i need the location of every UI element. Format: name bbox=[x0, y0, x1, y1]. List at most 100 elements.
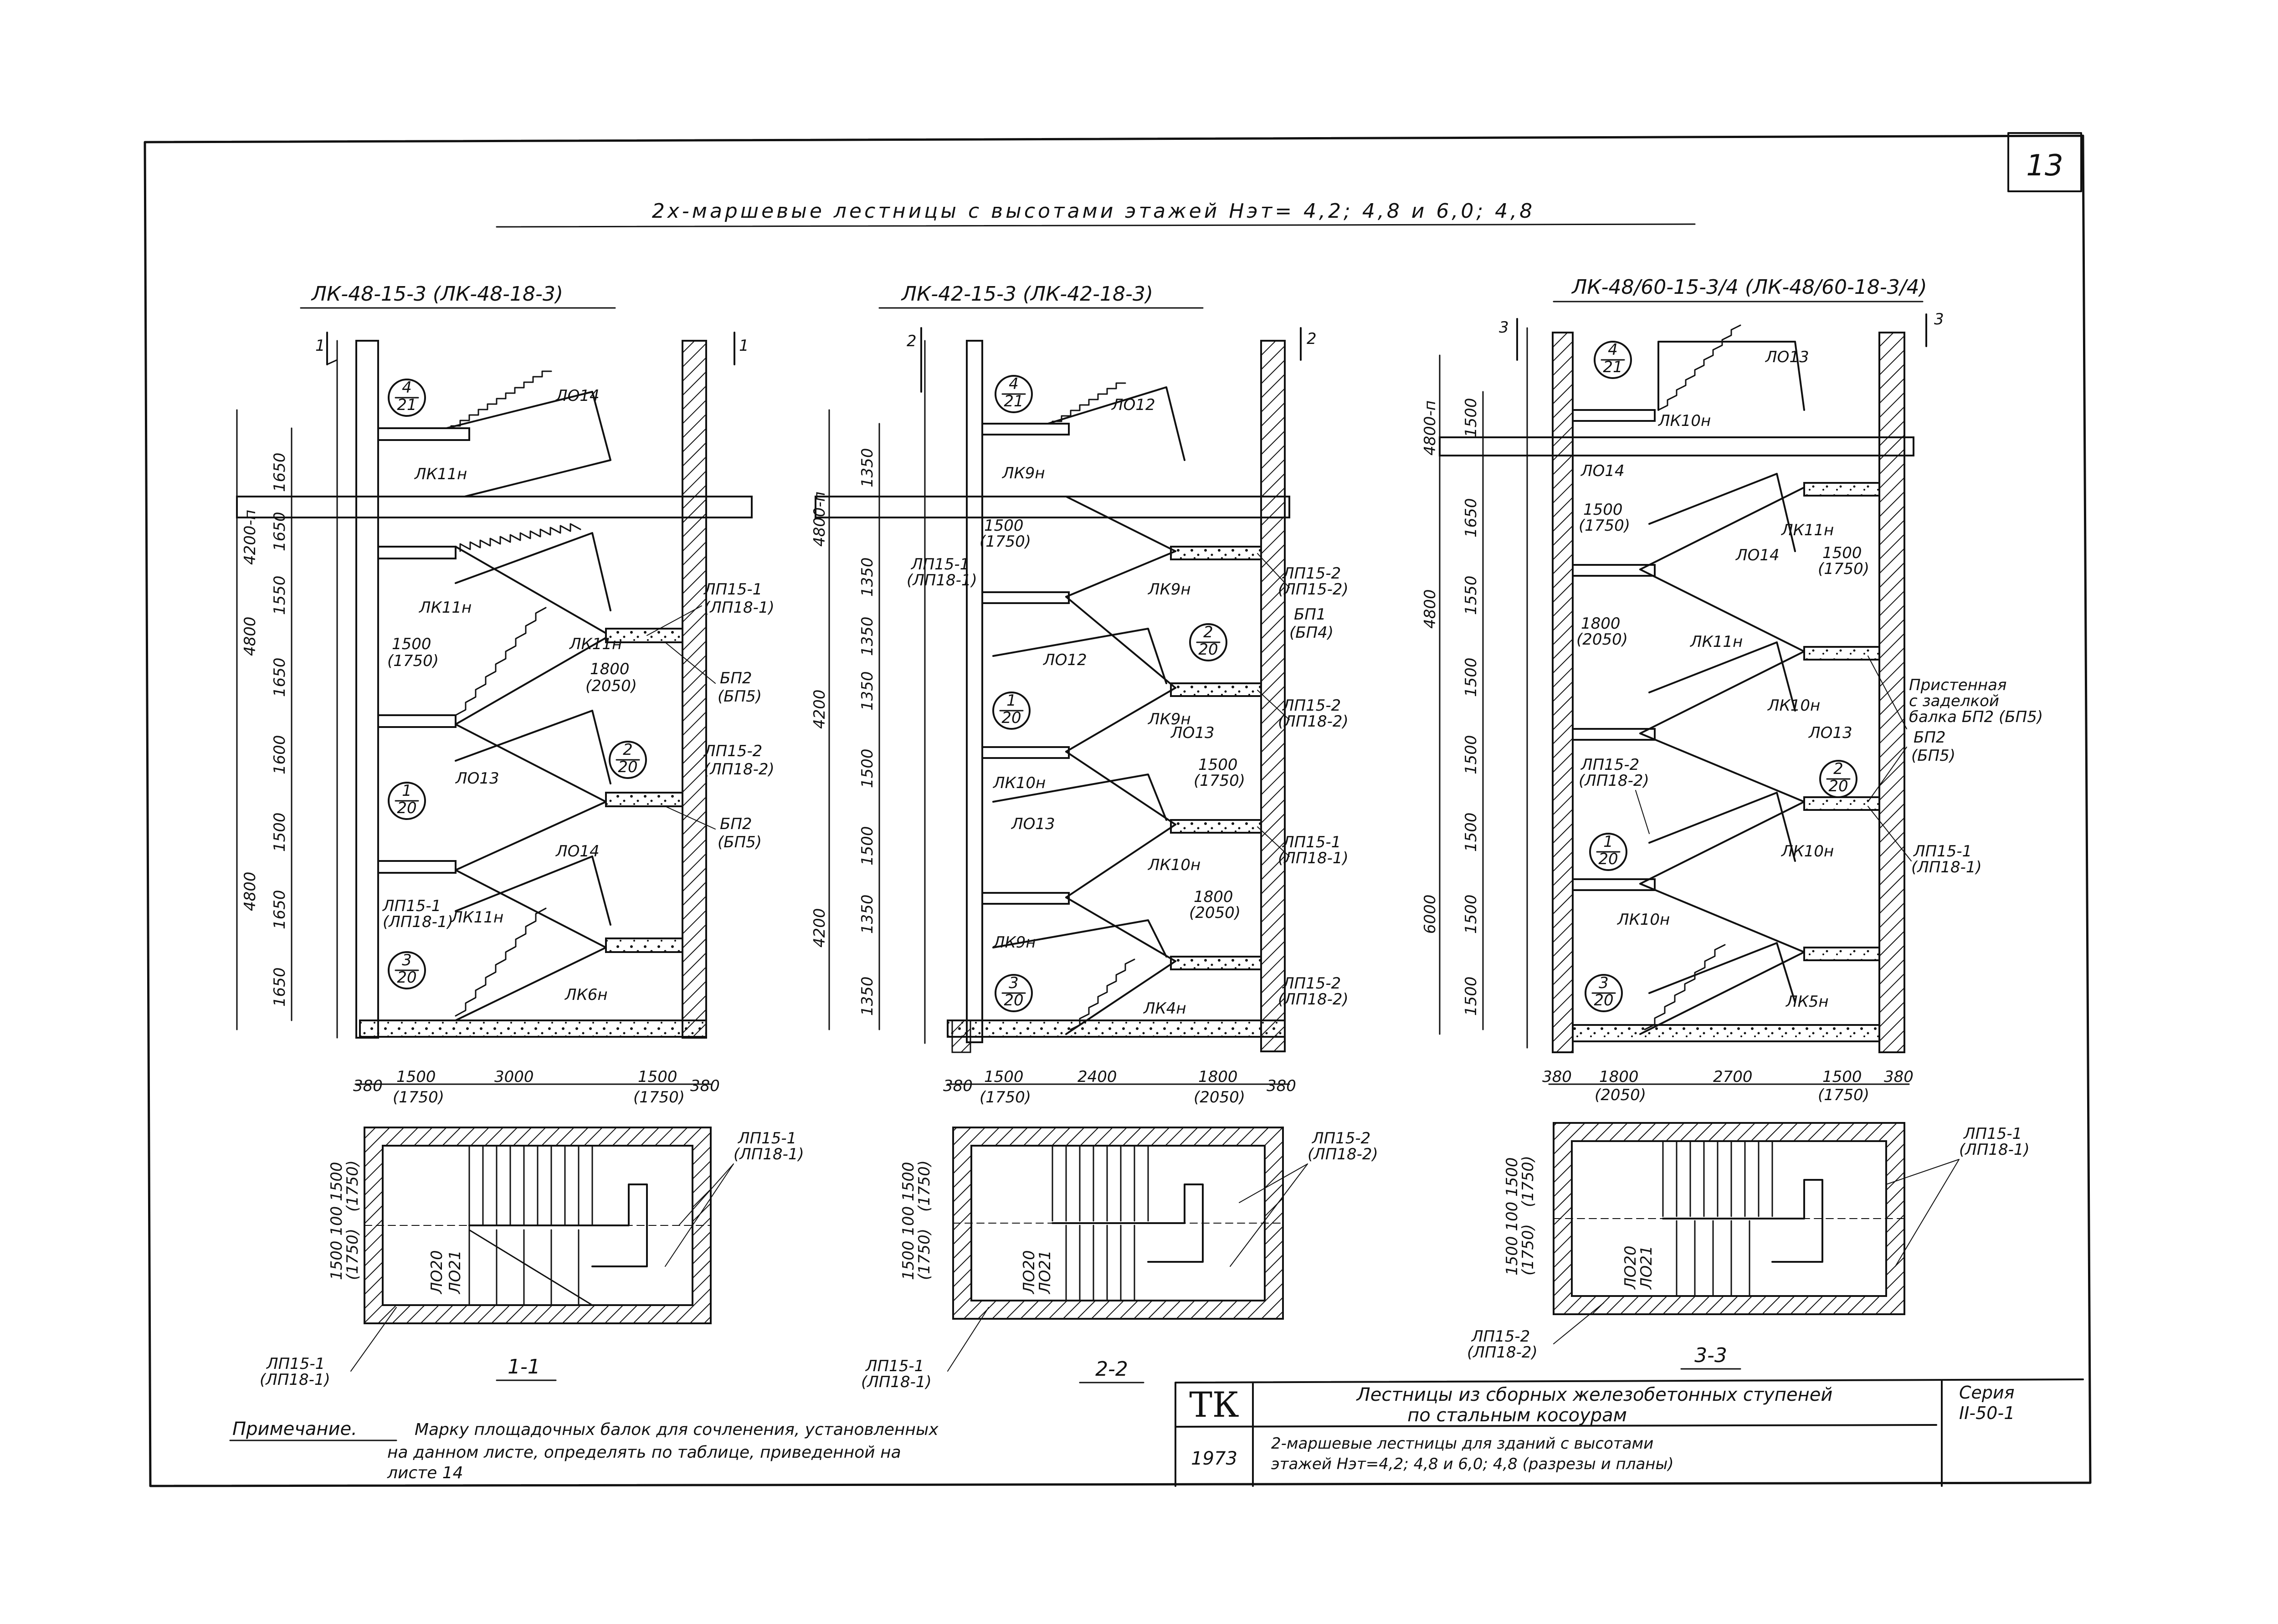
step-label: ЛК10н bbox=[1767, 697, 1820, 715]
vertical-dim: 1650 bbox=[1462, 498, 1480, 538]
inner-dim: 1800 bbox=[590, 660, 630, 678]
flight-label: ЛО13 bbox=[455, 769, 499, 788]
bottom-dim: (1750) bbox=[980, 1088, 1031, 1107]
inner-dim: (1750) bbox=[1818, 560, 1869, 578]
level-dim: 4200-п bbox=[241, 510, 259, 565]
series-line2: II-50-1 bbox=[1959, 1403, 2015, 1423]
bubble-numerator: 3 bbox=[1009, 974, 1019, 992]
plan-mark: (ЛП18-2) bbox=[1467, 1343, 1538, 1362]
plan-dim: (1750) bbox=[344, 1160, 362, 1212]
cut-number: 2 bbox=[907, 332, 917, 350]
beam-label: БП2 bbox=[720, 669, 752, 687]
vertical-dim: 1500 bbox=[858, 748, 877, 788]
series-line1: Серия bbox=[1959, 1383, 2015, 1403]
plan-dim: (1750) bbox=[1519, 1224, 1537, 1276]
vertical-dim: 1500 bbox=[271, 812, 289, 852]
plan-dim: 1500 100 1500 bbox=[1503, 1157, 1521, 1276]
bottom-dim: 380 bbox=[1884, 1068, 1914, 1086]
bottom-dim: 1800 bbox=[1599, 1068, 1639, 1086]
plan-mark: ЛО21 bbox=[446, 1250, 464, 1295]
bubble bbox=[995, 375, 1033, 413]
level-dim: 4800 bbox=[241, 871, 259, 911]
cut-number: 3 bbox=[1934, 310, 1944, 328]
flight-label: ЛО13 bbox=[1011, 815, 1055, 833]
bottom-dim: 1500 bbox=[396, 1068, 436, 1086]
bubble-numerator: 2 bbox=[623, 741, 633, 759]
note-line: листе 14 bbox=[387, 1464, 463, 1482]
bottom-dim: 1500 bbox=[984, 1068, 1024, 1086]
sheet-frame bbox=[144, 132, 2092, 1487]
plan-mark: ЛП15-1 bbox=[865, 1357, 924, 1375]
beam-label: (БП5) bbox=[718, 687, 762, 706]
bubble-numerator: 4 bbox=[1608, 341, 1618, 359]
right-wall bbox=[1878, 332, 1905, 1053]
floor-slab bbox=[236, 496, 753, 518]
inner-dim: 1500 bbox=[1583, 501, 1623, 519]
step-label: ЛК11н bbox=[414, 465, 467, 483]
landing-label: (ЛП18-1) bbox=[1911, 858, 1982, 876]
inner-dim: (1750) bbox=[1579, 517, 1630, 535]
bubble-denominator: 20 bbox=[1598, 850, 1618, 868]
landing-label: ЛП15-2 bbox=[703, 742, 762, 760]
step-label: ЛК10н bbox=[1780, 842, 1834, 861]
plan-treads bbox=[364, 1145, 711, 1306]
plan-mark: ЛО21 bbox=[1637, 1245, 1656, 1290]
inner-dim: 1500 bbox=[1198, 756, 1238, 774]
bottom-dim: 1500 bbox=[638, 1068, 677, 1086]
inner-dim: (1750) bbox=[980, 533, 1031, 551]
step-label: ЛК9н bbox=[992, 933, 1036, 952]
sheet-title: 2х-маршевые лестницы с высотами этажей Н… bbox=[652, 200, 1535, 223]
plan-mark: ЛП15-1 bbox=[737, 1129, 796, 1148]
bubble-numerator: 1 bbox=[1006, 692, 1016, 710]
left-wall bbox=[355, 340, 379, 1039]
bubble-denominator: 20 bbox=[1001, 709, 1021, 727]
pit bbox=[951, 1019, 971, 1053]
landing-label: ЛП15-1 bbox=[382, 897, 441, 915]
level-dim: 4800-п bbox=[811, 492, 829, 547]
bubble-numerator: 3 bbox=[402, 951, 412, 969]
vertical-dim: 1500 bbox=[1462, 657, 1480, 697]
landings bbox=[377, 427, 683, 953]
step-label: ЛК10н bbox=[1616, 911, 1670, 929]
flight-label: ЛО12 bbox=[1042, 651, 1087, 669]
note-heading: Примечание. bbox=[232, 1419, 357, 1440]
plan-dim: (1750) bbox=[915, 1229, 934, 1280]
bubble-numerator: 2 bbox=[1203, 623, 1213, 641]
section-3: ЛК-48/60-15-3/4 (ЛК-48/60-18-3/4) 3 3 bbox=[1421, 276, 2043, 1370]
bubble bbox=[388, 379, 426, 417]
vertical-dim: 1350 bbox=[858, 557, 877, 597]
vertical-dim: 1500 bbox=[1462, 735, 1480, 774]
plan-treads bbox=[1553, 1140, 1905, 1297]
section-cut-label: 2-2 bbox=[1095, 1358, 1128, 1381]
plan-dim: 1500 100 1500 bbox=[328, 1162, 346, 1280]
bottom-dim: 380 bbox=[1267, 1077, 1296, 1095]
stair-flights bbox=[1639, 324, 1805, 1035]
plan-dim: 1500 100 1500 bbox=[899, 1162, 918, 1280]
inner-dim: (2050) bbox=[1576, 630, 1628, 649]
level-dim: 4800-п bbox=[1421, 400, 1439, 456]
plan-dim: (1750) bbox=[344, 1229, 362, 1280]
level-dim: 6000 bbox=[1421, 894, 1439, 934]
flight-label: ЛО14 bbox=[1735, 546, 1780, 564]
plan-mark: ЛО20 bbox=[428, 1250, 446, 1295]
bubble bbox=[1189, 623, 1227, 661]
bubble bbox=[1819, 760, 1857, 798]
vertical-dim: 1350 bbox=[858, 448, 877, 487]
inner-dim: 1800 bbox=[1581, 615, 1621, 633]
bubble bbox=[388, 951, 426, 989]
inner-dim: (2050) bbox=[1189, 904, 1241, 922]
flight-label: ЛО13 bbox=[1170, 724, 1215, 742]
bottom-dim: 380 bbox=[943, 1077, 973, 1095]
bubble bbox=[995, 974, 1033, 1012]
step-label: ЛК4н bbox=[1143, 999, 1186, 1018]
ground-slab bbox=[947, 1019, 1286, 1038]
cut-number: 1 bbox=[739, 337, 749, 355]
plan-mark: ЛО20 bbox=[1621, 1245, 1640, 1290]
bubble-denominator: 21 bbox=[1004, 392, 1023, 410]
bubble-denominator: 20 bbox=[618, 758, 637, 776]
section-cut-label: 3-3 bbox=[1694, 1344, 1727, 1367]
vertical-dim: 1650 bbox=[271, 967, 289, 1007]
beam-label: БП2 bbox=[720, 815, 752, 833]
section-title: ЛК-48-15-3 (ЛК-48-18-3) bbox=[311, 282, 563, 306]
bottom-dim: 2700 bbox=[1713, 1068, 1753, 1086]
